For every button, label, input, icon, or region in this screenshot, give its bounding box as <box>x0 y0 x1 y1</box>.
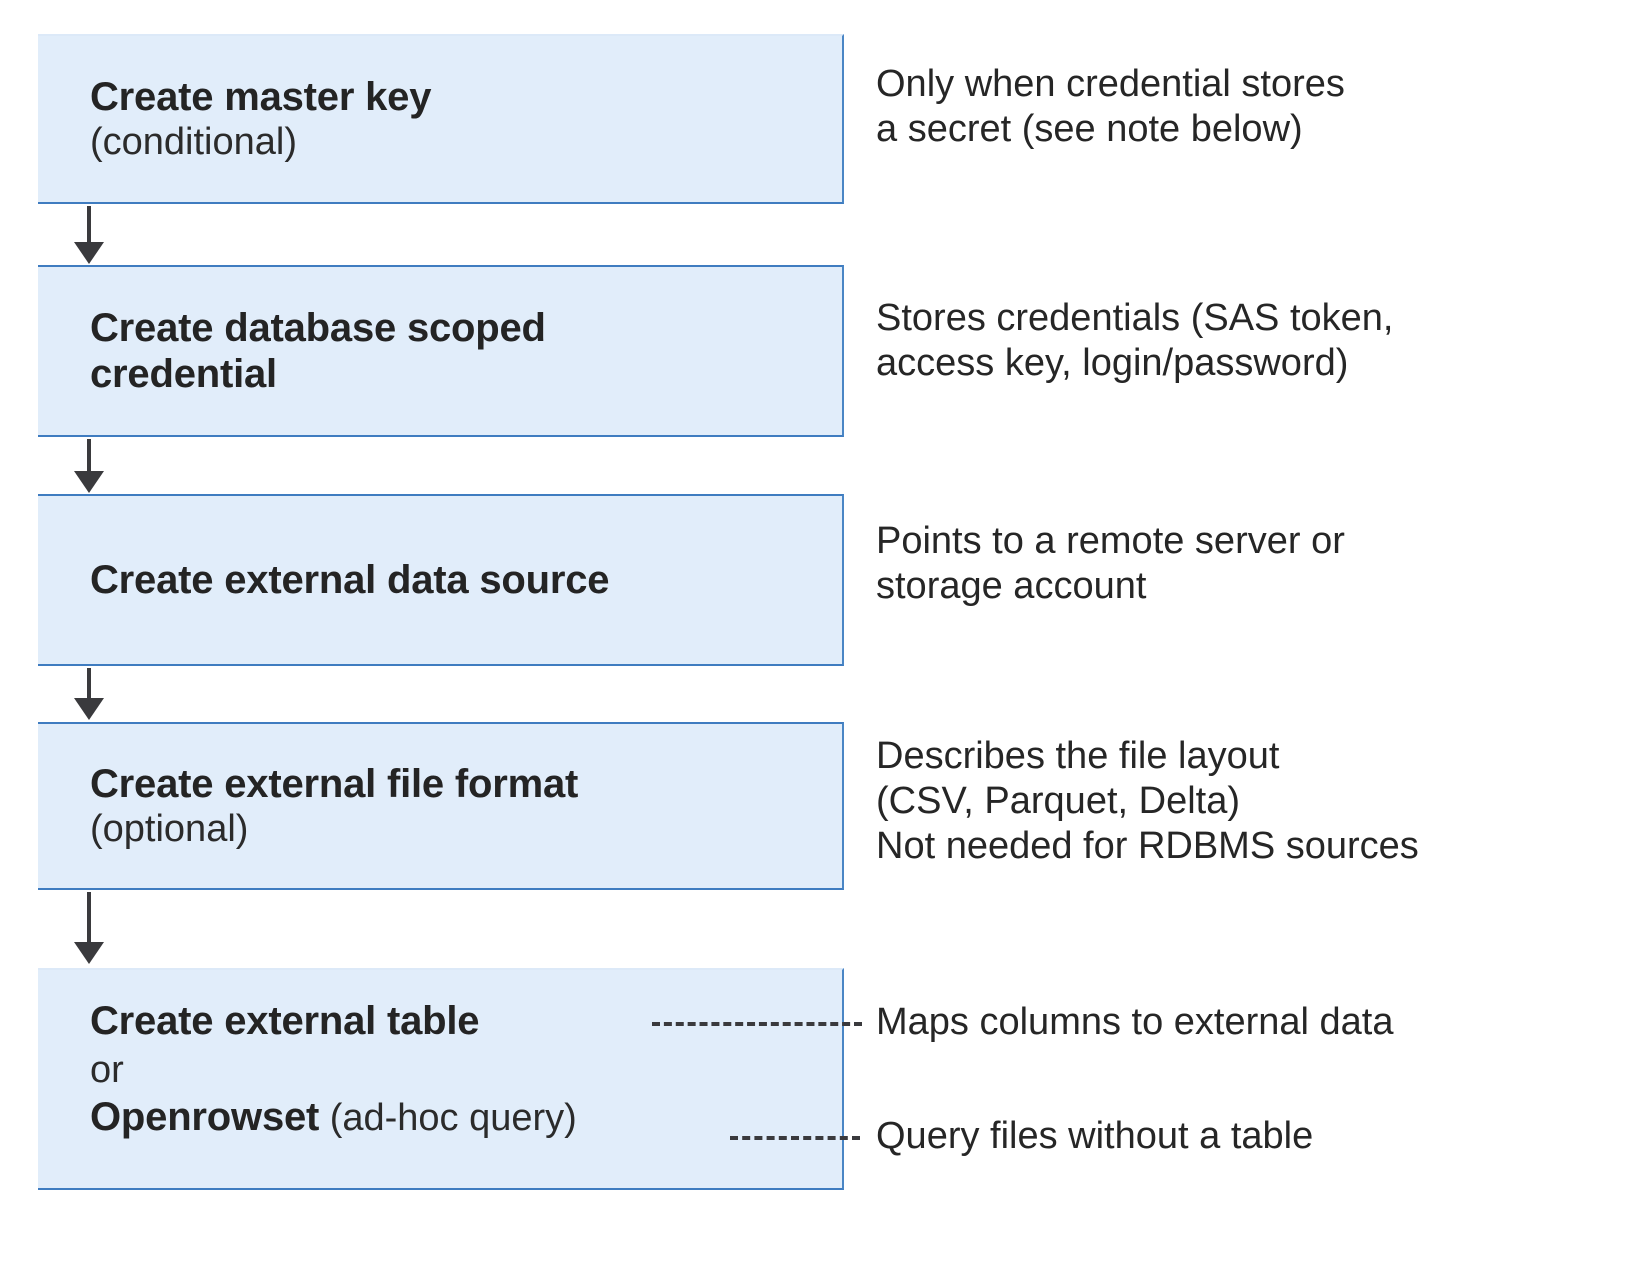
note-create-external-file-format: Describes the file layout (CSV, Parquet,… <box>876 735 1419 867</box>
note-openrowset: Query files without a table <box>876 1115 1314 1157</box>
arrow-icon-3 <box>74 668 104 720</box>
step-box-create-external-table-or-openrowset[interactable]: Create external table or Openrowset (ad-… <box>38 968 844 1190</box>
step-title-create-external-table: Create external table <box>90 999 480 1043</box>
dashed-connector-openrowset <box>730 1136 860 1140</box>
arrow-icon-4 <box>74 892 104 964</box>
step-title-openrowset-row: Openrowset (ad-hoc query) <box>90 1094 832 1140</box>
note-create-master-key: Only when credential stores a secret (se… <box>876 63 1345 150</box>
step-subtitle-create-master-key: (conditional) <box>90 121 297 164</box>
step-subtitle-create-external-file-format: (optional) <box>90 808 249 851</box>
arrow-icon-1 <box>74 206 104 264</box>
dashed-connector-external-table <box>652 1022 862 1026</box>
note-create-external-table: Maps columns to external data <box>876 1001 1394 1043</box>
note-create-external-data-source: Points to a remote server or storage acc… <box>876 520 1345 607</box>
step-title-create-database-scoped-credential: Create database scoped credential <box>90 305 546 396</box>
step-box-create-database-scoped-credential[interactable]: Create database scoped credential <box>38 265 844 437</box>
step-box-create-external-data-source[interactable]: Create external data source <box>38 494 844 666</box>
arrow-icon-2 <box>74 439 104 493</box>
step-subtitle-openrowset: (ad-hoc query) <box>319 1097 577 1140</box>
note-create-database-scoped-credential: Stores credentials (SAS token, access ke… <box>876 297 1394 384</box>
step-title-create-master-key: Create master key <box>90 74 432 119</box>
step-title-create-external-data-source: Create external data source <box>90 557 610 602</box>
step-conjunction-or: or <box>90 1049 124 1092</box>
step-box-create-master-key[interactable]: Create master key (conditional) <box>38 34 844 204</box>
step-title-create-external-file-format: Create external file format <box>90 761 579 806</box>
step-title-openrowset: Openrowset <box>90 1095 320 1140</box>
step-box-create-external-file-format[interactable]: Create external file format (optional) <box>38 722 844 890</box>
